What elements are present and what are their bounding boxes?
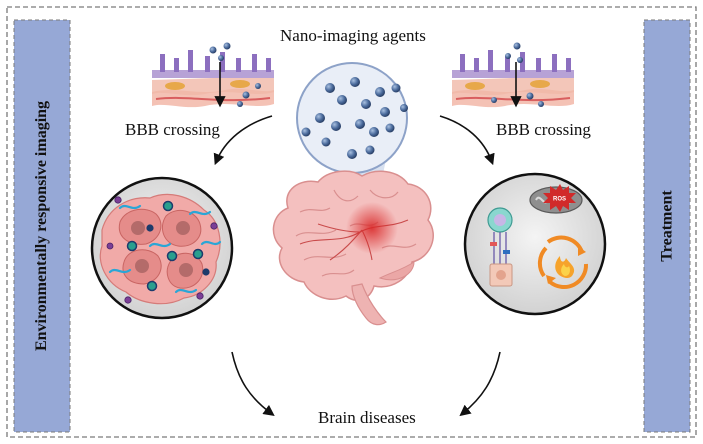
flame-cycle-icon: [537, 235, 589, 290]
right-panel-label: Treatment: [658, 190, 676, 262]
brain-diseases-label: Brain diseases: [318, 408, 416, 427]
nanoparticle-icons-zoom: [301, 77, 408, 159]
ros-badge-icon: ROS: [543, 184, 576, 212]
ros-badge-text: ROS: [553, 197, 566, 203]
immune-cell-icon: [487, 207, 513, 287]
arrow-to-treatment: [439, 115, 495, 166]
left-panel-label: Environmentally responsive imaging: [33, 100, 51, 352]
title-label: Nano-imaging agents: [280, 26, 426, 45]
bbb-tissue-icon-left: [152, 50, 274, 108]
bbb-crossing-label-right: BBB crossing: [496, 120, 591, 139]
brain-icon: [272, 170, 434, 326]
arrow-tumor-to-disease: [231, 351, 275, 416]
nanoparticle-icons-bbb: [209, 42, 544, 107]
tumor-cell-icon: [90, 176, 234, 320]
bbb-crossing-label-left: BBB crossing: [125, 120, 220, 139]
arrow-treatment-to-disease: [459, 351, 501, 417]
bbb-tissue-icon-right: [452, 50, 574, 108]
left-side-panel: [13, 19, 71, 433]
treatment-circle: ROS: [463, 172, 607, 316]
outer-dashed-border: [6, 6, 697, 438]
right-side-panel: [643, 19, 691, 433]
arrow-to-tumor: [213, 115, 273, 166]
